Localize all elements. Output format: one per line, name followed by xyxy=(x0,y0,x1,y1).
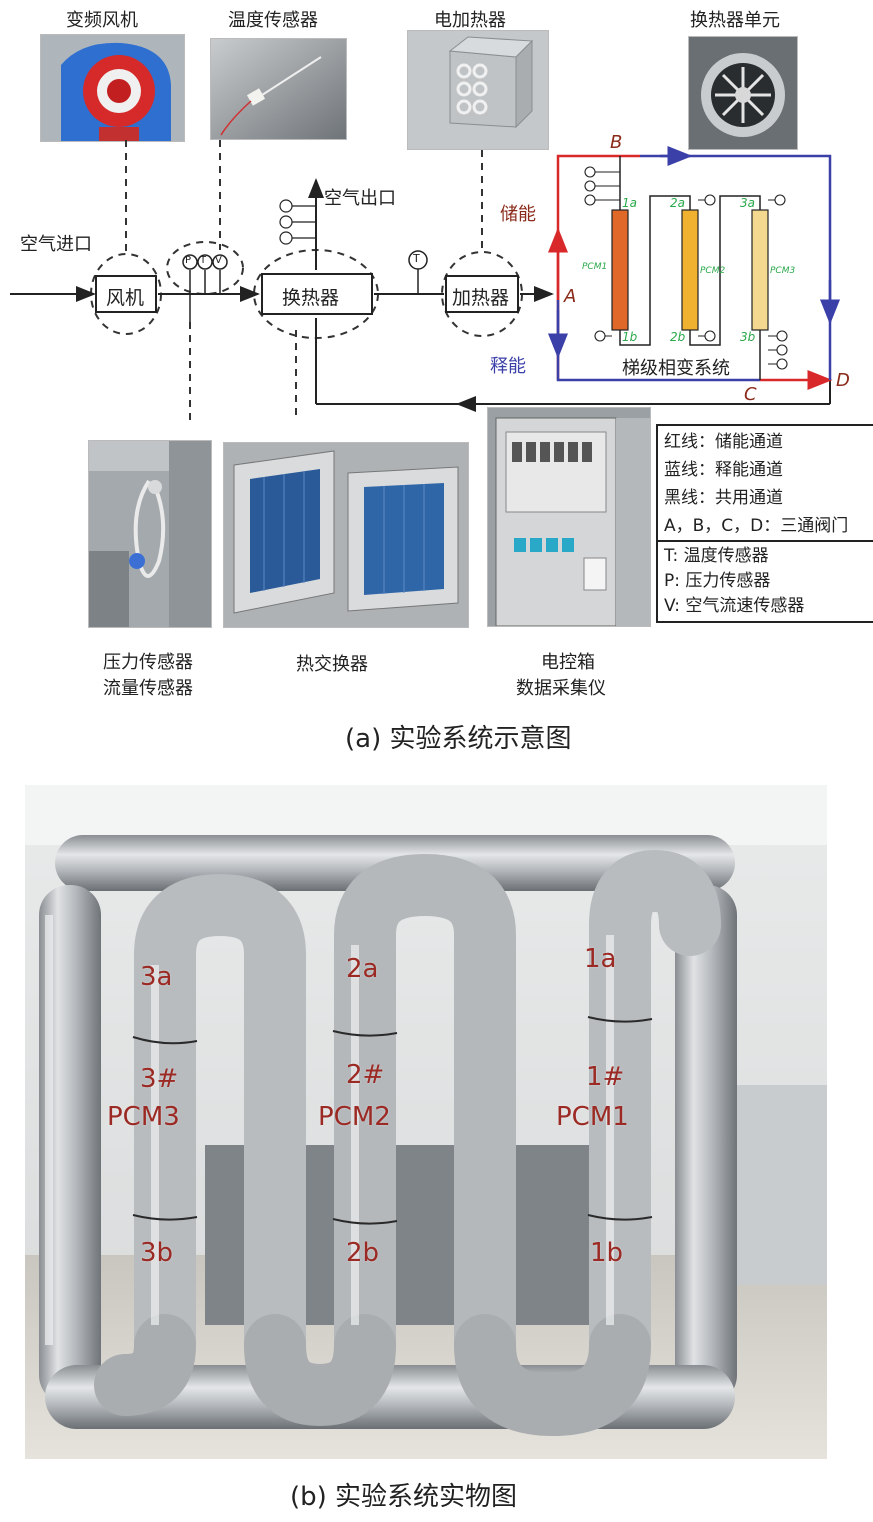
label-1-hash: 1# xyxy=(586,1062,625,1092)
control-box-label: 电控箱 xyxy=(541,652,595,673)
air-inlet-label: 空气进口 xyxy=(20,234,92,255)
pressure-flow-sensor-photo xyxy=(88,440,212,628)
legend-shared: 黑线：共用通道 xyxy=(664,488,783,508)
label-pcm1: PCM1 xyxy=(556,1102,629,1132)
legend-valves: A，B，C，D：三通阀门 xyxy=(664,516,849,536)
legend-charge: 红线：储能通道 xyxy=(664,432,783,452)
pressure-sensor-letter: P xyxy=(185,255,192,266)
system-photo xyxy=(25,785,827,1459)
pcm2-label: PCM2 xyxy=(700,266,726,276)
control-cabinet-photo xyxy=(487,407,651,627)
label-2a: 2a xyxy=(346,954,379,984)
caption-a: (a) 实验系统示意图 xyxy=(345,724,572,754)
heater-photo xyxy=(407,30,549,150)
valve-d-label: D xyxy=(836,370,850,391)
valve-c-label: C xyxy=(744,384,757,405)
hx-unit-photo-label: 换热器单元 xyxy=(690,10,780,31)
valve-a-label: A xyxy=(564,286,577,307)
fan-photo-label: 变频风机 xyxy=(66,10,138,31)
valve-b-label: B xyxy=(610,132,623,153)
heater-box-label: 加热器 xyxy=(452,287,510,309)
fan-box-label: 风机 xyxy=(106,287,145,309)
heat-exchanger-label: 热交换器 xyxy=(296,654,368,675)
label-3-hash: 3# xyxy=(140,1064,179,1094)
fan-photo xyxy=(40,34,185,142)
label-1a: 1a xyxy=(584,944,617,974)
label-3a: 3a xyxy=(140,962,173,992)
flow-schematic xyxy=(10,140,840,420)
port-1a: 1a xyxy=(622,196,637,210)
pcm3-label: PCM3 xyxy=(770,266,796,276)
pressure-sensor-label: 压力传感器 xyxy=(103,652,193,673)
port-2a: 2a xyxy=(670,196,685,210)
pcm1-label: PCM1 xyxy=(582,262,608,272)
label-3b: 3b xyxy=(140,1238,174,1268)
pcm1-tube xyxy=(611,209,629,331)
pcm3-tube xyxy=(751,209,769,331)
heat-exchanger-photo xyxy=(223,442,469,628)
temperature-sensor-letter: T xyxy=(200,255,207,266)
label-pcm2: PCM2 xyxy=(318,1102,391,1132)
temp-sensor-photo-label: 温度传感器 xyxy=(228,10,318,31)
legend-velocity: V: 空气流速传感器 xyxy=(664,596,805,616)
label-2-hash: 2# xyxy=(346,1060,385,1090)
legend-pressure: P: 压力传感器 xyxy=(664,571,771,591)
label-1b: 1b xyxy=(590,1238,624,1268)
discharge-label: 释能 xyxy=(490,356,526,377)
port-1b: 1b xyxy=(622,330,638,344)
sensor-legend: T: 温度传感器 P: 压力传感器 V: 空气流速传感器 xyxy=(656,540,873,623)
label-2b: 2b xyxy=(346,1238,380,1268)
data-logger-label: 数据采集仪 xyxy=(516,678,606,699)
label-pcm3: PCM3 xyxy=(107,1102,180,1132)
legend-discharge: 蓝线：释能通道 xyxy=(664,460,783,480)
velocity-sensor-letter: V xyxy=(215,255,222,266)
charge-label: 储能 xyxy=(500,204,536,225)
pcm2-tube xyxy=(681,209,699,331)
caption-b: (b) 实验系统实物图 xyxy=(290,1482,518,1512)
legend-temp: T: 温度传感器 xyxy=(664,546,769,566)
flow-sensor-label: 流量传感器 xyxy=(103,678,193,699)
hx-box-label: 换热器 xyxy=(282,287,340,309)
temp-sensor-photo xyxy=(210,38,347,140)
port-2b: 2b xyxy=(670,330,686,344)
port-3b: 3b xyxy=(740,330,756,344)
port-3a: 3a xyxy=(740,196,755,210)
cascade-system-label: 梯级相变系统 xyxy=(622,358,730,379)
air-outlet-label: 空气出口 xyxy=(324,188,396,209)
hx-unit-photo xyxy=(688,36,798,150)
heater-temp-sensor-letter: T xyxy=(413,252,420,265)
line-legend: 红线：储能通道 蓝线：释能通道 黑线：共用通道 A，B，C，D：三通阀门 xyxy=(656,424,873,544)
heater-photo-label: 电加热器 xyxy=(434,10,506,31)
